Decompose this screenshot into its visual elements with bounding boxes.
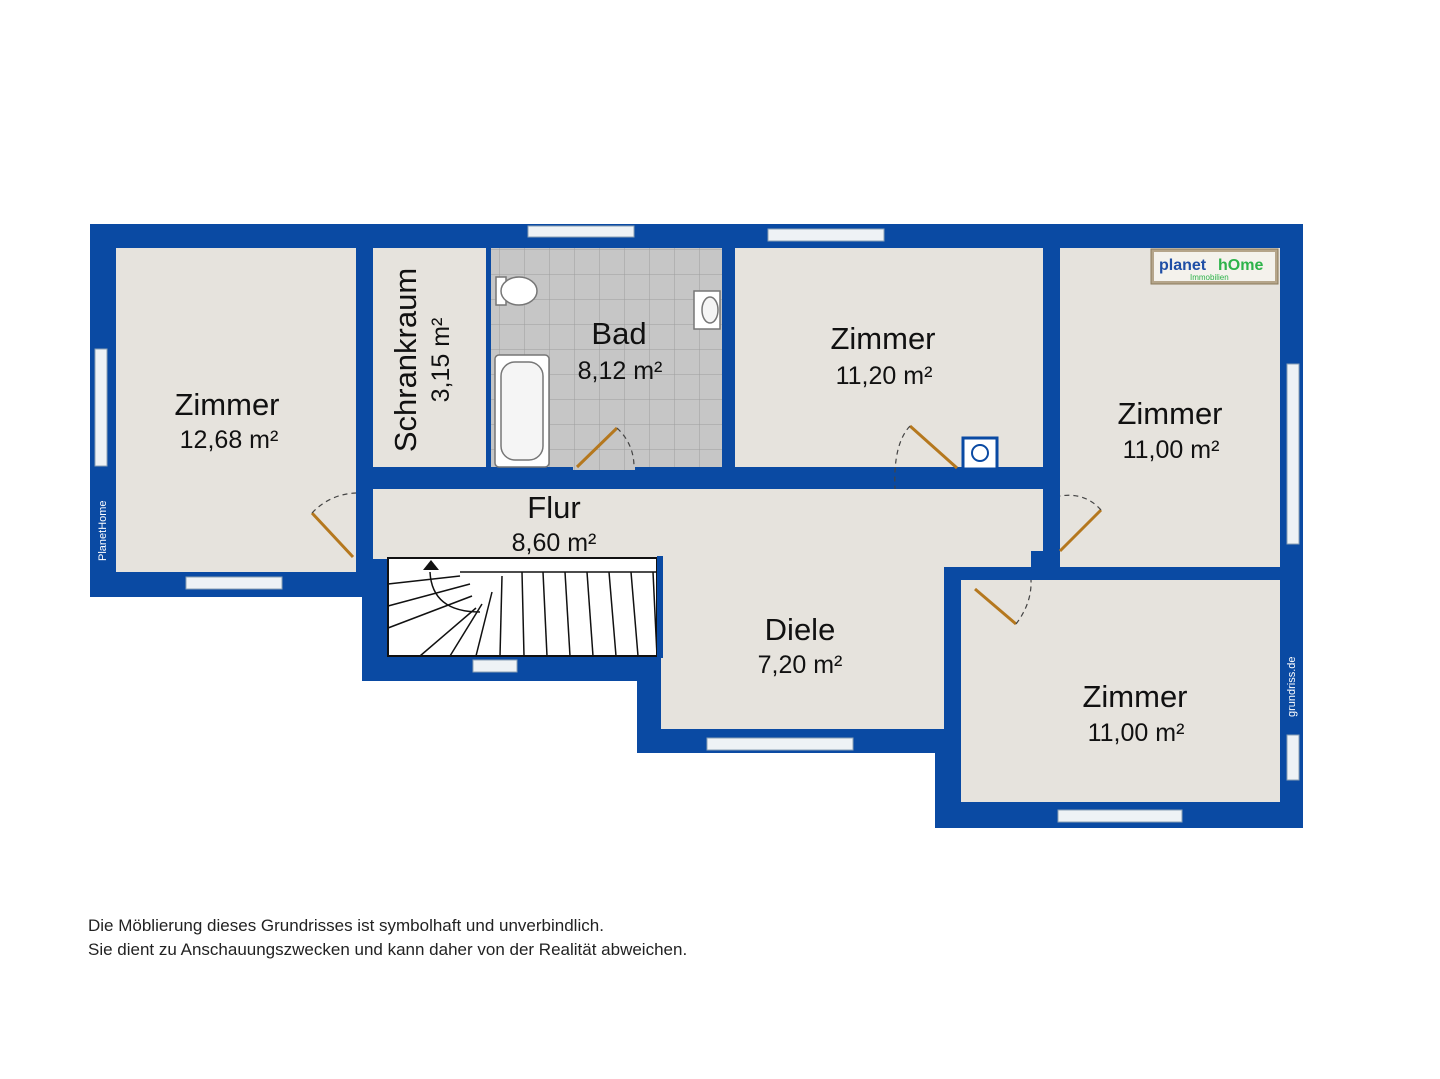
door-leaf [1058, 508, 1103, 553]
room-name: Schrankraum [388, 268, 423, 452]
room-area: 8,12 m² [578, 357, 663, 385]
side-label-left: PlanetHome [97, 500, 109, 561]
toilet-icon [495, 276, 538, 306]
room-name: Diele [765, 612, 836, 647]
room-labels: Zimmer 12,68 m² Schrankraum 3,15 m² Bad … [174, 268, 1222, 747]
window [472, 659, 518, 673]
room-name: Zimmer [1117, 396, 1222, 431]
bathroom-fixtures [494, 276, 721, 468]
interior-walls [356, 248, 1303, 802]
floor-zimmer-mitte [735, 248, 1043, 467]
window [706, 737, 854, 751]
window [185, 576, 283, 590]
room-area: 3,15 m² [427, 318, 455, 403]
room-name: Zimmer [174, 387, 279, 422]
windows [94, 225, 1300, 823]
logo-text-home: hOme [1218, 257, 1263, 274]
logo-text-planet: planet [1159, 257, 1207, 274]
room-area: 11,00 m² [1123, 436, 1220, 464]
disclaimer-line: Sie dient zu Anschauungszwecken und kann… [88, 940, 688, 959]
window [767, 228, 885, 242]
door-leaf [575, 426, 619, 469]
door-leaf [909, 424, 958, 470]
floor-schrankraum [373, 248, 486, 467]
room-area: 12,68 m² [180, 426, 279, 454]
side-label-right: grundriss.de [1286, 656, 1298, 717]
room-area: 11,00 m² [1088, 719, 1185, 747]
logo-subtext: Immobilien [1190, 273, 1229, 282]
planethome-logo: planet hOme Immobilien [1150, 248, 1279, 285]
sink-icon [693, 290, 721, 330]
floor-flur-diele [373, 489, 1043, 729]
window [1286, 363, 1300, 545]
room-name: Flur [527, 490, 580, 525]
stair-arrow-icon [423, 560, 439, 570]
staircase [387, 557, 658, 657]
window [1057, 809, 1183, 823]
door-leaf [310, 511, 355, 559]
window [1286, 734, 1300, 781]
room-name: Zimmer [1082, 679, 1187, 714]
door-leaf [974, 587, 1017, 626]
bathtub-icon [494, 354, 550, 468]
window [94, 348, 108, 467]
window [527, 225, 635, 238]
room-area: 11,20 m² [836, 362, 933, 390]
room-name: Bad [591, 316, 646, 351]
doors [310, 424, 1103, 626]
disclaimer-line: Die Möblierung dieses Grundrisses ist sy… [88, 916, 604, 935]
chimney-icon [961, 436, 999, 471]
disclaimer: Die Möblierung dieses Grundrisses ist sy… [88, 914, 687, 962]
room-area: 8,60 m² [512, 529, 597, 557]
room-area: 7,20 m² [758, 651, 843, 679]
room-name: Zimmer [830, 321, 935, 356]
floor-zimmer-suedost [961, 580, 1280, 802]
